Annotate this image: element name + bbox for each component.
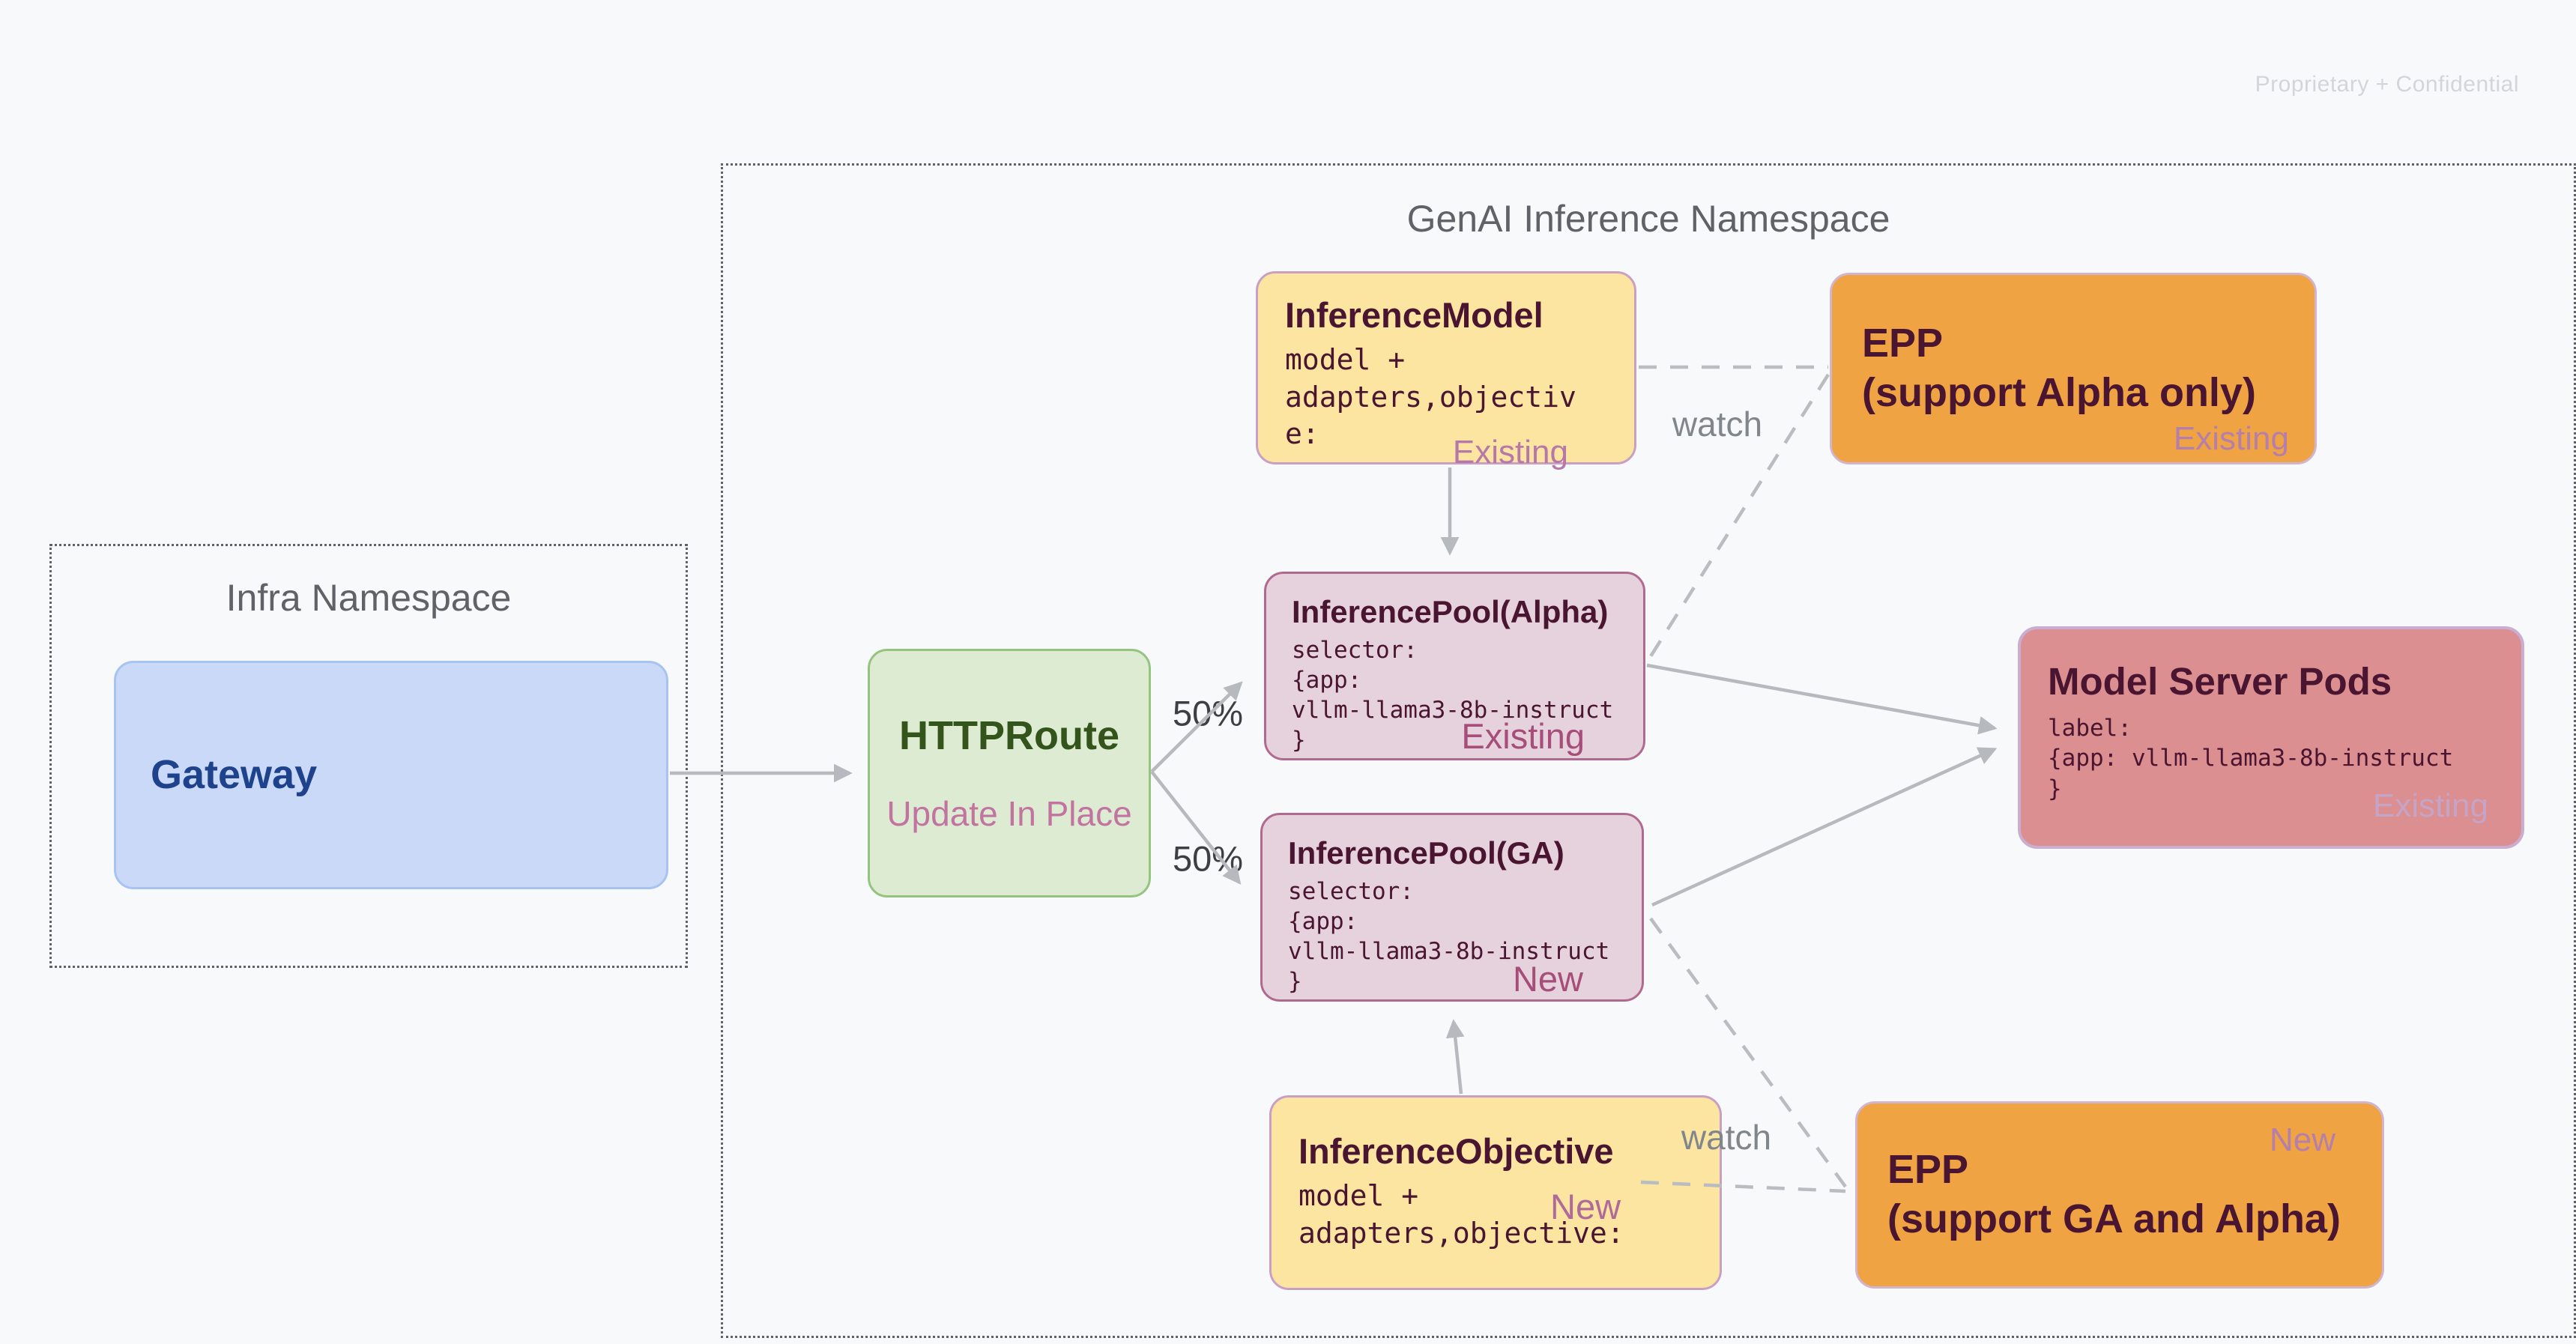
epp-ga-status-badge: New	[2269, 1121, 2335, 1158]
model-server-pods-status-badge: Existing	[2372, 787, 2488, 824]
inference-pool-alpha-spec: selector: {app: vllm-llama3-8b-instruct …	[1292, 635, 1618, 756]
genai-namespace-title: GenAI Inference Namespace	[1406, 198, 1890, 240]
inference-model-title: InferenceModel	[1285, 295, 1544, 335]
spec-line: selector:	[1292, 636, 1418, 664]
httproute-subtitle: Update In Place	[886, 793, 1132, 833]
inference-model-status-badge: Existing	[1452, 434, 1568, 470]
epp-alpha-title-line: EPP	[1862, 321, 1944, 366]
inference-pool-alpha-node: InferencePool(Alpha) selector: {app: vll…	[1264, 572, 1645, 760]
inference-pool-ga-spec: selector: {app: vllm-llama3-8b-instruct …	[1288, 877, 1616, 997]
spec-line: }	[2048, 775, 2062, 802]
epp-alpha-title: EPP (support Alpha only)	[1862, 319, 2285, 418]
spec-line: selector:	[1288, 877, 1414, 905]
gateway-node: Gateway	[114, 661, 668, 889]
genai-namespace-box: GenAI Inference Namespace	[721, 163, 2576, 1338]
watch-label-top: watch	[1672, 405, 1763, 444]
spec-line: }	[1292, 727, 1306, 754]
epp-ga-title-line: (support GA and Alpha)	[1887, 1196, 2341, 1241]
spec-line: vllm-llama3-8b-instruct	[1288, 938, 1610, 966]
spec-line: adapters,objective:	[1298, 1216, 1624, 1250]
confidentiality-watermark: Proprietary + Confidential	[2255, 72, 2519, 97]
spec-line: }	[1288, 968, 1302, 996]
model-server-pods-title: Model Server Pods	[2048, 660, 2392, 703]
traffic-split-label-top: 50%	[1172, 693, 1244, 733]
epp-alpha-node: EPP (support Alpha only) Existing	[1830, 273, 2317, 464]
gateway-title: Gateway	[151, 751, 318, 797]
httproute-node: HTTPRoute Update In Place	[868, 649, 1151, 897]
epp-ga-title: EPP (support GA and Alpha)	[1887, 1145, 2352, 1244]
inference-model-node: InferenceModel model + adapters,objectiv…	[1256, 271, 1636, 470]
inference-objective-title: InferenceObjective	[1298, 1131, 1614, 1171]
spec-line: vllm-llama3-8b-instruct	[1292, 697, 1614, 724]
inference-pool-alpha-title: InferencePool(Alpha)	[1292, 594, 1609, 629]
spec-line: model +	[1298, 1179, 1419, 1213]
spec-line: label:	[2048, 715, 2132, 742]
inference-pool-ga-title: InferencePool(GA)	[1288, 835, 1564, 871]
spec-line: e:	[1285, 417, 1319, 451]
epp-alpha-status-badge: Existing	[2173, 420, 2289, 457]
inference-objective-node: InferenceObjective model + adapters,obje…	[1269, 1095, 1722, 1290]
epp-ga-node: EPP (support GA and Alpha) New	[1855, 1101, 2384, 1289]
spec-line: {app:	[1292, 666, 1362, 694]
inference-model-spec: model + adapters,objectiv e:	[1285, 342, 1607, 452]
inference-pool-alpha-status-badge: Existing	[1461, 716, 1585, 756]
spec-line: adapters,objectiv	[1285, 380, 1576, 414]
epp-ga-title-line: EPP	[1887, 1147, 1969, 1193]
inference-pool-ga-node: InferencePool(GA) selector: {app: vllm-l…	[1260, 813, 1644, 1002]
infra-namespace-box: Infra Namespace	[49, 544, 688, 968]
inference-pool-ga-status-badge: New	[1512, 959, 1583, 999]
watch-label-bottom: watch	[1681, 1118, 1772, 1157]
httproute-title: HTTPRoute	[899, 713, 1119, 759]
traffic-split-label-bottom: 50%	[1172, 838, 1244, 879]
epp-alpha-title-line: (support Alpha only)	[1862, 370, 2256, 415]
spec-line: model +	[1285, 343, 1406, 377]
spec-line: {app:	[1288, 907, 1358, 935]
inference-objective-status-badge: New	[1550, 1187, 1621, 1226]
inference-objective-spec: model + adapters,objective:	[1298, 1178, 1693, 1252]
infra-namespace-title: Infra Namespace	[226, 577, 512, 619]
model-server-pods-spec: label: {app: vllm-llama3-8b-instruct }	[2048, 713, 2494, 804]
model-server-pods-node: Model Server Pods label: {app: vllm-llam…	[2018, 626, 2524, 849]
spec-line: {app: vllm-llama3-8b-instruct	[2048, 745, 2454, 772]
